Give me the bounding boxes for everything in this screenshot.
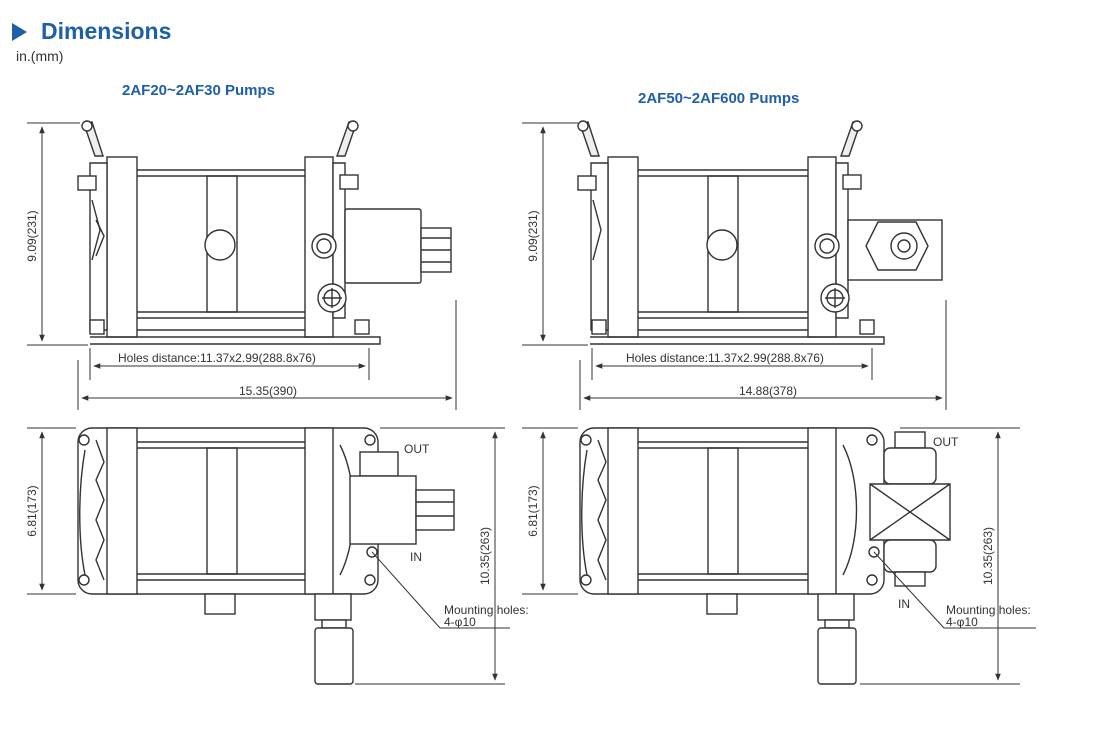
- left-out-label: OUT: [404, 442, 430, 456]
- left-pump-plan-view: [77, 427, 455, 685]
- left-in-label: IN: [410, 550, 422, 564]
- right-mounting-holes: 4-φ10: [946, 615, 978, 629]
- right-pump-side-view: [577, 120, 943, 345]
- left-width-dim: 6.81(173): [25, 485, 39, 536]
- right-mounting-label: Mounting holes:: [946, 603, 1031, 617]
- left-mounting-label: Mounting holes:: [444, 603, 529, 617]
- left-total-height: 10.35(263): [478, 527, 492, 585]
- section-header: Dimensions: [12, 18, 171, 45]
- right-height-dim: 9.09(231): [526, 210, 540, 261]
- unit-label: in.(mm): [16, 48, 64, 64]
- play-triangle-icon: [12, 22, 27, 41]
- right-pump-plan-view: [579, 427, 951, 685]
- right-total-height: 10.35(263): [981, 527, 995, 585]
- right-length-dim: 14.88(378): [739, 384, 797, 398]
- left-height-dim: 9.09(231): [25, 210, 39, 261]
- right-out-label: OUT: [933, 435, 959, 449]
- right-model-title: 2AF50~2AF600 Pumps: [638, 90, 800, 107]
- left-holes-distance: Holes distance:11.37x2.99(288.8x76): [118, 351, 316, 365]
- left-length-dim: 15.35(390): [239, 384, 297, 398]
- page-title: Dimensions: [41, 18, 172, 44]
- left-model-title: 2AF20~2AF30 Pumps: [122, 82, 275, 99]
- left-mounting-holes: 4-φ10: [444, 615, 476, 629]
- left-pump-side-view: [77, 120, 452, 345]
- right-in-label: IN: [898, 597, 910, 611]
- right-holes-distance: Holes distance:11.37x2.99(288.8x76): [626, 351, 824, 365]
- right-width-dim: 6.81(173): [526, 485, 540, 536]
